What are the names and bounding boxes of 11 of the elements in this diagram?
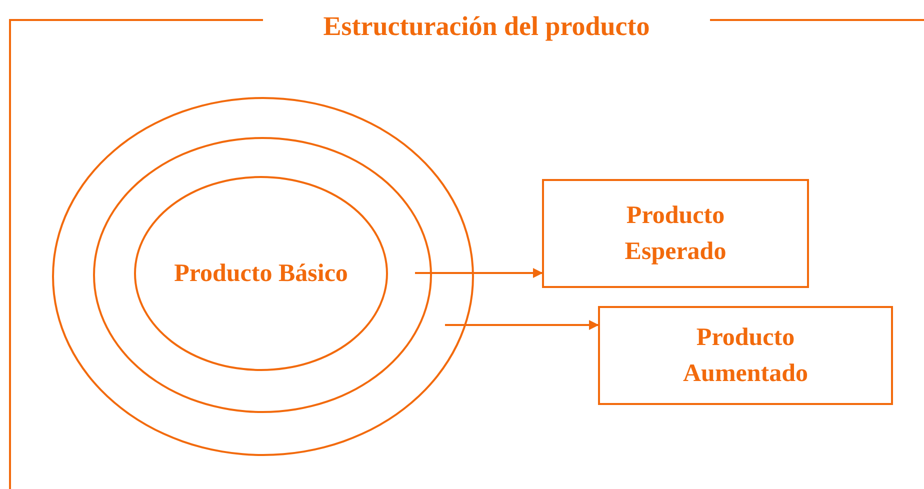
ellipse-node: [134, 176, 388, 371]
arrow: [415, 268, 543, 278]
ellipse-node: [92, 136, 432, 412]
diagram-title: Estructuración del producto: [322, 10, 651, 43]
node-label: Producto Esperado: [624, 200, 728, 266]
product-box: [598, 306, 893, 405]
ellipse-node: [52, 97, 474, 456]
node-label: Producto Básico: [174, 258, 348, 288]
node-label: Producto Aumentado: [682, 322, 809, 388]
product-box: [542, 179, 809, 288]
arrow: [445, 320, 599, 330]
